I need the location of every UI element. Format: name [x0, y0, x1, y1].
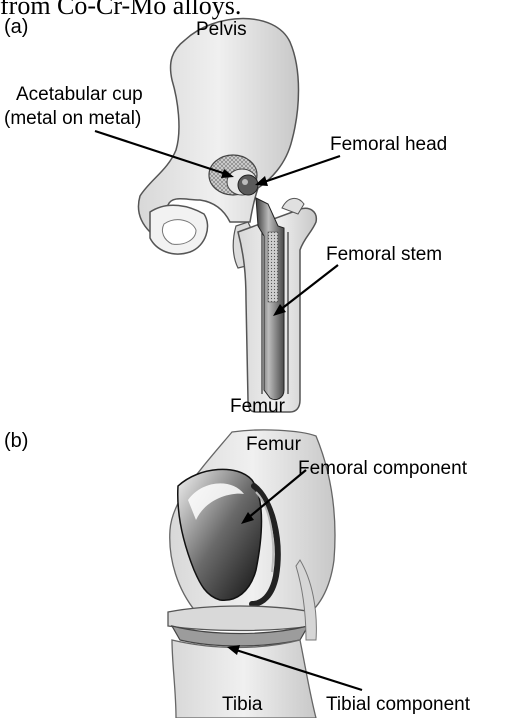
- tibia-label: Tibia: [222, 694, 262, 716]
- pelvis-label: Pelvis: [196, 19, 247, 41]
- femur-label-a: Femur: [230, 396, 285, 418]
- acetabular-cup-label: Acetabular cup: [16, 84, 143, 106]
- femur-label-b: Femur: [246, 434, 301, 456]
- acetabular-cup-sublabel: (metal on metal): [4, 108, 141, 130]
- tibial-component-label: Tibial component: [326, 694, 470, 716]
- femoral-stem-label: Femoral stem: [326, 244, 442, 266]
- panel-a-label: (a): [4, 16, 28, 38]
- panel-b-label: (b): [4, 430, 28, 452]
- femoral-component-label: Femoral component: [298, 458, 467, 480]
- tibial-component: [168, 606, 312, 646]
- femoral-head-label: Femoral head: [330, 134, 447, 156]
